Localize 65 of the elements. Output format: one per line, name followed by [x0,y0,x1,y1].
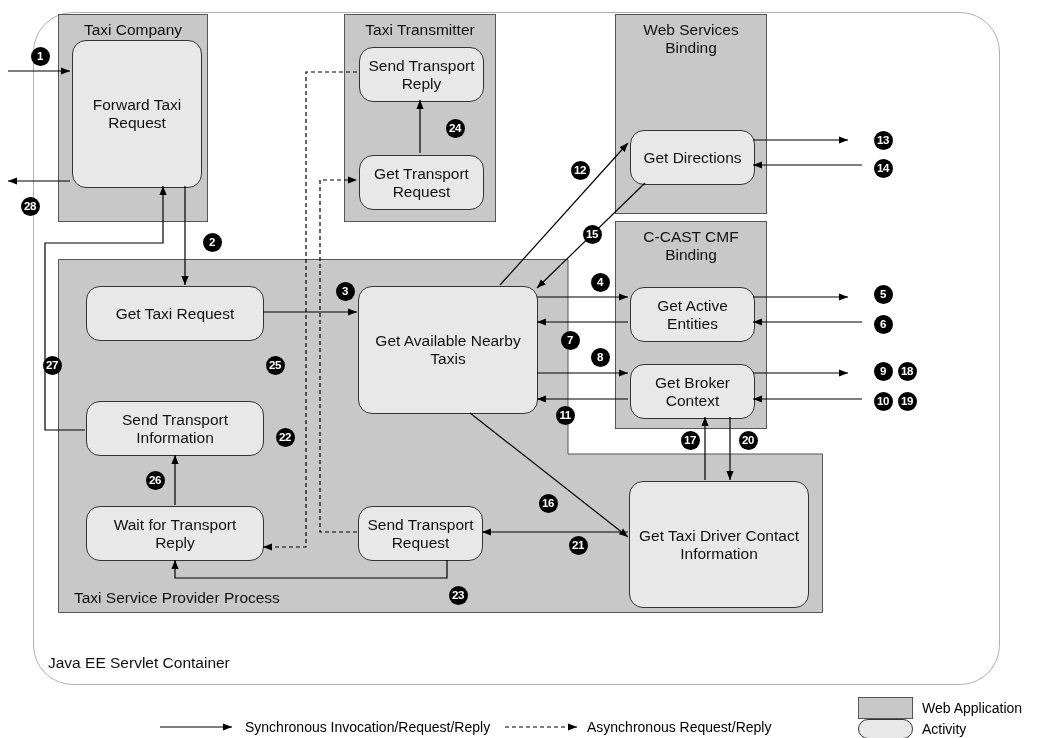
activity-label: Get Broker Context [654,373,731,410]
activity-box [86,286,264,341]
arrow [171,559,448,579]
container-label: Java EE Servlet Container [48,654,230,672]
arrow [499,142,629,286]
activity-label: Get Active Entities [656,296,729,333]
activity-box [359,155,484,210]
activity-label: Get Transport Request [373,164,470,201]
arrow [536,395,629,403]
legend-label: Activity [922,721,967,737]
activity-label: Get Directions [642,148,743,167]
arrow [752,318,863,326]
arrow [7,177,71,185]
activity-box [629,481,809,608]
activity-label: Forward Taxi Request [91,96,183,132]
arrow [319,176,358,533]
arrow [262,308,358,316]
arrow [44,185,167,431]
application-title: C-CAST CMF Binding [642,228,740,264]
legend-label: Asynchronous Request/Reply [587,719,772,735]
application-title: Taxi Company [82,21,184,39]
arrow [171,454,179,506]
arrow [262,71,358,551]
arrow [726,416,734,481]
callout-number: 28 [20,196,40,216]
web-application-box [58,14,208,222]
activity-label: Wait for Transport Reply [112,515,238,552]
activity-box [630,287,755,342]
activity-label: Send Transport Request [366,515,475,552]
activity-box [86,401,264,456]
arrow [536,293,629,301]
web-application-box [615,221,767,429]
arrow [181,185,189,286]
application-title: Taxi Transmitter [364,21,476,39]
activity-box [72,40,202,188]
activity-label: Send Transport Reply [367,56,476,93]
activity-label: Get Taxi Request [114,304,236,323]
arrow [752,369,849,377]
arrow [536,318,629,326]
activity-box [630,364,755,419]
arrow [752,136,849,144]
arrow [536,182,646,289]
legend-label: Synchronous Invocation/Request/Reply [245,719,491,735]
application-title: Web Services Binding [642,21,740,57]
activity-box [358,286,538,414]
arrow [752,161,863,169]
web-application-box [615,14,767,214]
activity-box [358,506,483,561]
activity-label: Send Transport Information [121,410,229,447]
arrow [752,293,849,301]
arrow [752,395,863,403]
activity-label: Get Taxi Driver Contact Information [638,526,800,563]
activity-box [630,130,755,185]
process-label: Taxi Service Provider Process [74,589,280,607]
web-application-box [344,14,496,222]
activity-box [86,506,264,561]
arrow [7,67,71,75]
arrow [469,412,629,538]
arrow [481,528,629,536]
arrow [701,416,709,481]
activity-label: Get Available Nearby Taxis [374,332,522,368]
arrow [416,99,424,154]
activity-box [359,47,484,102]
arrow [536,369,629,377]
legend-label: Web Application [922,700,1023,716]
